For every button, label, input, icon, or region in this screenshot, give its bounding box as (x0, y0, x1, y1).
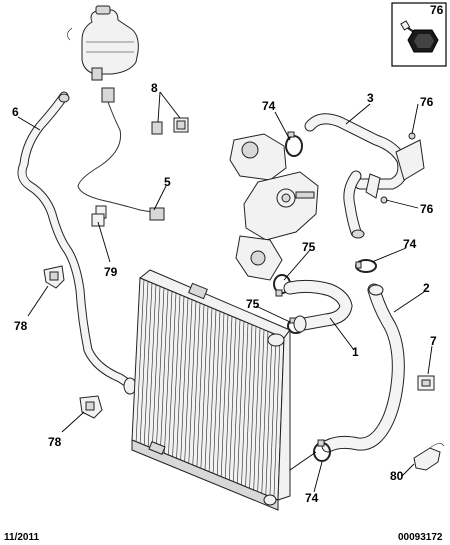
bolt-icon (400, 20, 439, 53)
clamp-74-lower (313, 439, 331, 462)
leader-lines (17, 91, 433, 493)
callout-8: 8 (151, 81, 158, 95)
callout-7: 7 (430, 334, 437, 348)
hose-2 (321, 283, 405, 453)
clip-78-upper (43, 265, 65, 289)
callout-74-upper: 74 (262, 99, 276, 113)
sensor-wire-5 (77, 87, 165, 221)
clip-79 (91, 213, 105, 227)
callout-78-upper: 78 (14, 319, 28, 333)
clamp-74-right (355, 259, 377, 273)
clip-7 (417, 375, 435, 391)
callout-75-lower: 75 (246, 297, 260, 311)
callout-76-right: 76 (420, 202, 434, 216)
callout-79: 79 (104, 265, 118, 279)
inset-box-76: 76 (391, 2, 447, 67)
callout-labels: 6 8 5 79 78 78 74 3 76 76 74 75 75 2 1 7… (12, 81, 437, 505)
callout-80: 80 (390, 469, 404, 483)
thermostat-housing (229, 133, 319, 281)
callout-1: 1 (352, 345, 359, 359)
footer-date: 11/2011 (4, 532, 39, 543)
callout-6: 6 (12, 105, 19, 119)
callout-3: 3 (367, 91, 374, 105)
clips-8 (151, 117, 189, 135)
hose-1 (283, 279, 353, 333)
footer-reference: 00093172 (398, 532, 443, 543)
callout-75-upper: 75 (302, 240, 316, 254)
bracket-80 (413, 443, 445, 471)
callout-74-right: 74 (403, 237, 417, 251)
clamp-74-upper (285, 131, 303, 157)
callout-76-upper: 76 (420, 95, 434, 109)
hose-6 (17, 91, 137, 395)
expansion-tank (67, 5, 139, 81)
callout-5: 5 (164, 175, 171, 189)
inset-label: 76 (430, 3, 444, 17)
radiator (131, 269, 291, 511)
callout-2: 2 (423, 281, 430, 295)
callout-78-lower: 78 (48, 435, 62, 449)
callout-74-lower: 74 (305, 491, 319, 505)
clip-78-lower (79, 395, 103, 419)
hose-3 (304, 113, 425, 239)
